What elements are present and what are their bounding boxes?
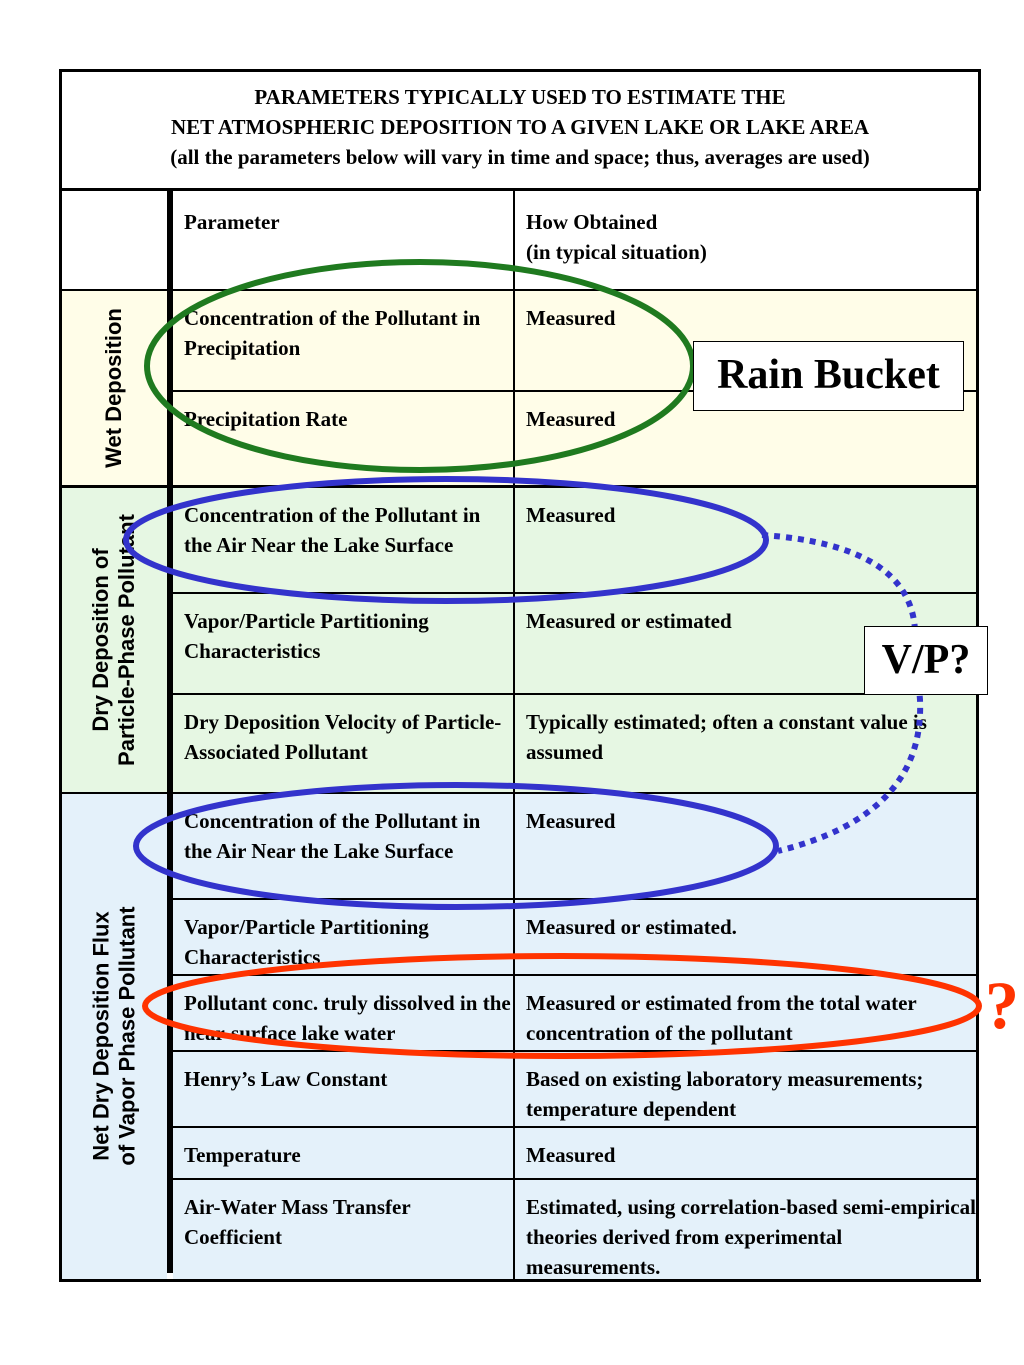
blue-ellipse-top — [123, 476, 769, 604]
green-ellipse — [144, 259, 696, 473]
group-divider — [62, 289, 167, 291]
table-right-border — [976, 191, 979, 1281]
how-obtained-cell: Estimated, using correlation-based semi-… — [526, 1195, 976, 1279]
vp-dotted-connector — [761, 532, 924, 854]
parameter-cell: Precipitation Rate — [173, 392, 515, 485]
how-obtained-line-1: How Obtained — [526, 210, 658, 234]
how-obtained-cell: Based on existing laboratory measurement… — [526, 1067, 924, 1121]
table-row: Air-Water Mass Transfer Coefficient Esti… — [173, 1180, 978, 1279]
how-obtained-cell: Measured — [526, 809, 616, 833]
table-row: Henry’s Law Constant Based on existing l… — [173, 1052, 978, 1128]
group-divider — [62, 792, 167, 794]
how-obtained-cell: Measured — [526, 306, 616, 330]
red-ellipse — [142, 953, 982, 1059]
how-obtained-cell: Measured or estimated from the total wat… — [526, 991, 917, 1045]
parameter-cell: Henry’s Law Constant — [173, 1052, 515, 1126]
table-title: PARAMETERS TYPICALLY USED TO ESTIMATE TH… — [59, 69, 981, 191]
table-left-border — [59, 191, 62, 1282]
how-obtained-cell: Measured — [526, 503, 616, 527]
how-obtained-cell: Measured or estimated — [526, 609, 732, 633]
table-row: Dry Deposition Velocity of Particle-Asso… — [173, 695, 978, 794]
title-line-3: (all the parameters below will vary in t… — [170, 145, 870, 169]
how-obtained-cell: Measured — [526, 407, 616, 431]
table-row: Vapor/Particle Partitioning Characterist… — [173, 900, 978, 976]
parameter-cell: Concentration of the Pollutant in the Ai… — [173, 488, 515, 592]
label-column-divider — [167, 191, 173, 1273]
how-obtained-cell: Typically estimated; often a constant va… — [526, 710, 927, 764]
question-mark: ? — [985, 967, 1019, 1043]
table-row: Concentration of the Pollutant in the Ai… — [173, 488, 978, 594]
parameter-cell: Pollutant conc. truly dissolved in the n… — [173, 976, 515, 1050]
dry-particle-group-bg — [62, 488, 167, 792]
parameter-cell: Temperature — [173, 1128, 515, 1178]
group-divider — [62, 485, 167, 488]
how-obtained-line-2: (in typical situation) — [526, 240, 707, 264]
vp-callout: V/P? — [864, 626, 988, 695]
vapor-group-bg — [62, 794, 167, 1279]
title-line-2: NET ATMOSPHERIC DEPOSITION TO A GIVEN LA… — [170, 115, 870, 139]
rain-bucket-callout: Rain Bucket — [693, 341, 964, 411]
parameter-cell: Dry Deposition Velocity of Particle-Asso… — [173, 695, 515, 792]
how-obtained-cell: Measured or estimated. — [526, 915, 737, 939]
table-row: Concentration of the Pollutant in the Ai… — [173, 794, 978, 900]
wet-group-bg — [62, 291, 167, 485]
parameter-cell: Air-Water Mass Transfer Coefficient — [173, 1180, 515, 1279]
how-obtained-cell: Measured — [526, 1143, 616, 1167]
title-line-1: PARAMETERS TYPICALLY USED TO ESTIMATE TH… — [254, 85, 786, 109]
how-obtained-column-header: How Obtained (in typical situation) — [515, 191, 978, 289]
table-bottom-border — [59, 1279, 981, 1282]
parameter-cell: Vapor/Particle Partitioning Characterist… — [173, 594, 515, 693]
parameter-cell: Concentration of the Pollutant in Precip… — [173, 291, 515, 390]
blue-ellipse-bottom — [133, 782, 779, 910]
table-row: Pollutant conc. truly dissolved in the n… — [173, 976, 978, 1052]
parameter-cell: Concentration of the Pollutant in the Ai… — [173, 794, 515, 898]
table-row: Vapor/Particle Partitioning Characterist… — [173, 594, 978, 695]
table-row: Temperature Measured — [173, 1128, 978, 1180]
parameter-column-header: Parameter — [173, 191, 515, 289]
